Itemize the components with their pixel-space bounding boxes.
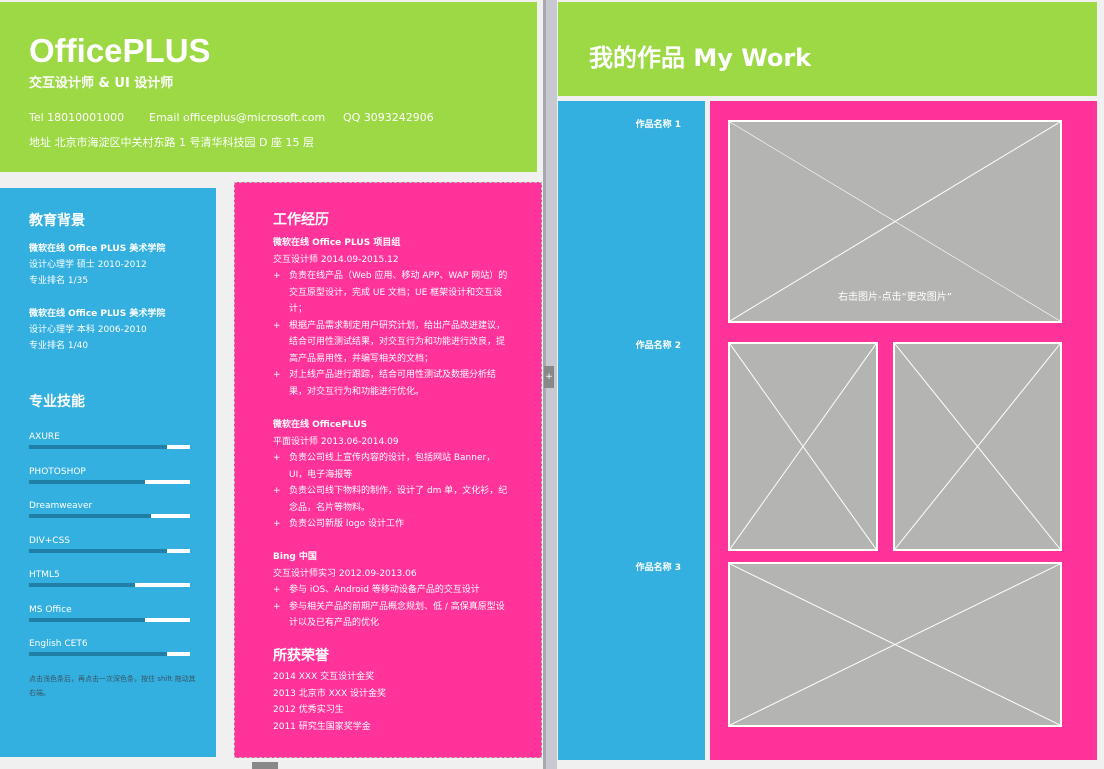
- job-role: 交互设计师 2014.09-2015.12: [273, 254, 399, 265]
- skill-2: Dreamweaver: [29, 501, 190, 518]
- qq: QQ 3093242906: [343, 111, 434, 124]
- work-title: 工作经历: [273, 212, 329, 228]
- education-skills-panel: 教育背景 微软在线 Office PLUS 美术学院 设计心理学 硕士 2010…: [0, 188, 216, 757]
- portfolio-header: [558, 2, 1097, 96]
- education-item: 微软在线 Office PLUS 美术学院 设计心理学 硕士 2010-2012…: [29, 241, 209, 289]
- image-placeholder-1[interactable]: 右击图片-点击“更改图片”: [728, 120, 1062, 323]
- skill-bar[interactable]: [29, 548, 190, 553]
- degree: 设计心理学 硕士 2010-2012: [29, 260, 147, 270]
- job-role: 平面设计师 2013.06-2014.09: [273, 436, 399, 447]
- email: Email officeplus@microsoft.com: [149, 111, 326, 124]
- skill-bar[interactable]: [29, 514, 190, 518]
- company: 微软在线 Office PLUS 项目组: [273, 238, 401, 248]
- skill-name: DIV+CSS: [29, 535, 70, 546]
- duty: 对上线产品进行跟踪，结合可用性测试及数据分析结果，对交互行为和功能进行优化。: [273, 367, 513, 400]
- skill-bar[interactable]: [29, 652, 190, 656]
- honors-title: 所获荣誉: [273, 648, 329, 664]
- job-1: 微软在线 Office PLUS 项目组 交互设计师 2014.09-2015.…: [273, 235, 513, 400]
- job-role: 交互设计师实习 2012.09-2013.06: [273, 568, 417, 579]
- header-banner: [0, 2, 537, 172]
- skill-bar-fill: [29, 548, 168, 553]
- honor: 2011 研究生国家奖学金: [273, 721, 371, 732]
- image-placeholder-3[interactable]: [893, 342, 1062, 551]
- skill-name: PHOTOSHOP: [29, 466, 86, 477]
- skill-0: AXURE: [29, 432, 190, 449]
- skill-3: DIV+CSS: [29, 536, 190, 553]
- degree: 设计心理学 本科 2006-2010: [29, 325, 147, 335]
- skill-name: Dreamweaver: [29, 501, 93, 511]
- honor: 2013 北京市 XXX 设计金奖: [273, 688, 386, 699]
- image-placeholder-2[interactable]: [728, 342, 878, 551]
- skill-bar-fill: [29, 617, 145, 622]
- skill-bar[interactable]: [29, 479, 190, 484]
- splitter-handle[interactable]: +: [544, 366, 554, 388]
- work-name-3: 作品名称 3: [635, 563, 681, 573]
- skill-bar-fill: [29, 445, 168, 449]
- duty: 负责在线产品（Web 应用、移动 APP、WAP 网站）的交互原型设计，完成 U…: [273, 268, 513, 318]
- duty: 参与 iOS、Android 等移动设备产品的交互设计: [273, 582, 513, 599]
- work-name-2: 作品名称 2: [635, 341, 681, 351]
- resume-name: OfficePLUS: [29, 32, 211, 69]
- skill-5: MS Office: [29, 605, 190, 622]
- education-title: 教育背景: [29, 213, 85, 229]
- image-hint: 右击图片-点击“更改图片”: [838, 292, 952, 303]
- work-experience-panel: 工作经历 微软在线 Office PLUS 项目组 交互设计师 2014.09-…: [234, 182, 542, 758]
- duty: 负责公司新版 logo 设计工作: [273, 516, 513, 533]
- bottom-handle[interactable]: [252, 762, 278, 769]
- skill-bar-fill: [29, 514, 152, 518]
- duty: 负责公司线下物料的制作，设计了 dm 单，文化衫，纪念品，名片等物料。: [273, 483, 513, 516]
- skills-note: 点击浅色条后，再点击一次深色条，按住 shift 拖动其右端。: [29, 675, 196, 697]
- company: Bing 中国: [273, 552, 317, 562]
- image-placeholder-4[interactable]: [728, 562, 1062, 727]
- skill-bar[interactable]: [29, 583, 190, 587]
- skill-bar[interactable]: [29, 445, 190, 449]
- job-3: Bing 中国 交互设计师实习 2012.09-2013.06 参与 iOS、A…: [273, 549, 513, 632]
- skill-1: PHOTOSHOP: [29, 467, 190, 484]
- skill-bar[interactable]: [29, 617, 190, 622]
- skill-6: English CET6: [29, 639, 190, 656]
- tel: Tel 18010001000: [29, 111, 125, 124]
- address: 地址 北京市海淀区中关村东路 1 号清华科技园 D 座 15 层: [29, 136, 314, 149]
- skill-name: AXURE: [29, 432, 60, 442]
- duty: 负责公司线上宣传内容的设计，包括网站 Banner，UI，电子海报等: [273, 450, 513, 483]
- duty: 根据产品需求制定用户研究计划，给出产品改进建议，结合可用性测试结果，对交互行为和…: [273, 318, 513, 368]
- education-item: 微软在线 Office PLUS 美术学院 设计心理学 本科 2006-2010…: [29, 306, 209, 354]
- company: 微软在线 OfficePLUS: [273, 420, 368, 430]
- skill-name: English CET6: [29, 639, 88, 649]
- school: 微软在线 Office PLUS 美术学院: [29, 244, 166, 254]
- rank: 专业排名 1/40: [29, 341, 89, 351]
- skills-title: 专业技能: [29, 394, 85, 410]
- duty: 参与相关产品的前期产品概念规划、低 / 高保真原型设计以及已有产品的优化: [273, 599, 513, 632]
- skill-bar-fill: [29, 479, 145, 484]
- honor: 2014 XXX 交互设计金奖: [273, 672, 375, 682]
- skill-bar-fill: [29, 583, 136, 587]
- portfolio-title: 我的作品 My Work: [589, 44, 812, 72]
- resume-role: 交互设计师 & UI 设计师: [29, 76, 174, 91]
- job-2: 微软在线 OfficePLUS 平面设计师 2013.06-2014.09 负责…: [273, 417, 513, 533]
- skill-4: HTML5: [29, 570, 190, 587]
- skill-name: HTML5: [29, 570, 60, 580]
- skill-bar-fill: [29, 652, 168, 656]
- work-name-1: 作品名称 1: [635, 120, 681, 130]
- honor: 2012 优秀实习生: [273, 705, 344, 715]
- rank: 专业排名 1/35: [29, 276, 89, 286]
- skill-name: MS Office: [29, 604, 72, 615]
- school: 微软在线 Office PLUS 美术学院: [29, 309, 166, 319]
- portfolio-labels-column: 作品名称 1 作品名称 2 作品名称 3: [558, 101, 705, 760]
- honors-list: 2014 XXX 交互设计金奖 2013 北京市 XXX 设计金奖 2012 优…: [273, 669, 513, 735]
